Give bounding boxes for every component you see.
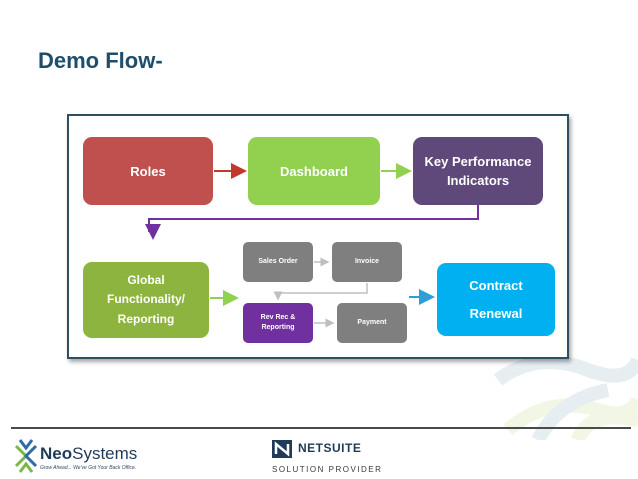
neosystems-logo-icon: [14, 439, 38, 473]
node-kpi: Key Performance Indicators: [413, 137, 543, 205]
flow-connectors: [145, 163, 479, 328]
neosystems-brand-rest: Systems: [72, 444, 138, 463]
netsuite-logo-icon: [272, 440, 292, 458]
node-kpi-label-2: Indicators: [446, 173, 510, 188]
footer-divider: [11, 427, 631, 429]
arrow-invoice-to-revrec: [273, 283, 368, 301]
node-dashboard-label: Dashboard: [280, 163, 348, 179]
node-payment: Payment: [337, 303, 407, 343]
node-contract-label-1: Contract: [469, 277, 523, 293]
neosystems-brand: NeoSystems: [40, 444, 137, 464]
demo-flow-diagram: Roles Dashboard Key Performance Indicato…: [67, 114, 569, 359]
node-contract-label-2: Renewal: [469, 306, 523, 322]
node-global-label-1: Global Functionality/: [107, 272, 185, 306]
node-roles-label: Roles: [130, 163, 166, 179]
node-revrec-label-1: Rev Rec &: [260, 314, 296, 321]
neosystems-tagline: Grow Ahead... We've Got Your Back Office…: [40, 465, 137, 471]
arrow-kpi-to-global: [145, 205, 479, 240]
slide-title: Demo Flow-: [38, 48, 163, 73]
netsuite-brand: NETSUITE: [298, 441, 362, 455]
decorative-watermark: [493, 355, 638, 440]
node-rev-rec: Rev Rec & Reporting: [243, 303, 313, 343]
neosystems-brand-bold: Neo: [40, 444, 73, 463]
node-contract-renewal: Contract Renewal: [437, 263, 555, 336]
node-global-label-2: Reporting: [117, 312, 175, 327]
node-kpi-label-1: Key Performance: [424, 154, 532, 169]
node-sales-order: Sales Order: [243, 242, 313, 282]
node-revrec-label-2: Reporting: [261, 324, 295, 331]
netsuite-subtitle: SOLUTION PROVIDER: [272, 465, 383, 474]
node-global-functionality: Global Functionality/ Reporting: [83, 262, 209, 338]
node-dashboard: Dashboard: [248, 137, 380, 205]
node-sales-order-label: Sales Order: [258, 258, 298, 265]
node-roles: Roles: [83, 137, 213, 205]
node-invoice: Invoice: [332, 242, 402, 282]
node-invoice-label: Invoice: [354, 258, 380, 265]
node-payment-label: Payment: [357, 319, 387, 326]
